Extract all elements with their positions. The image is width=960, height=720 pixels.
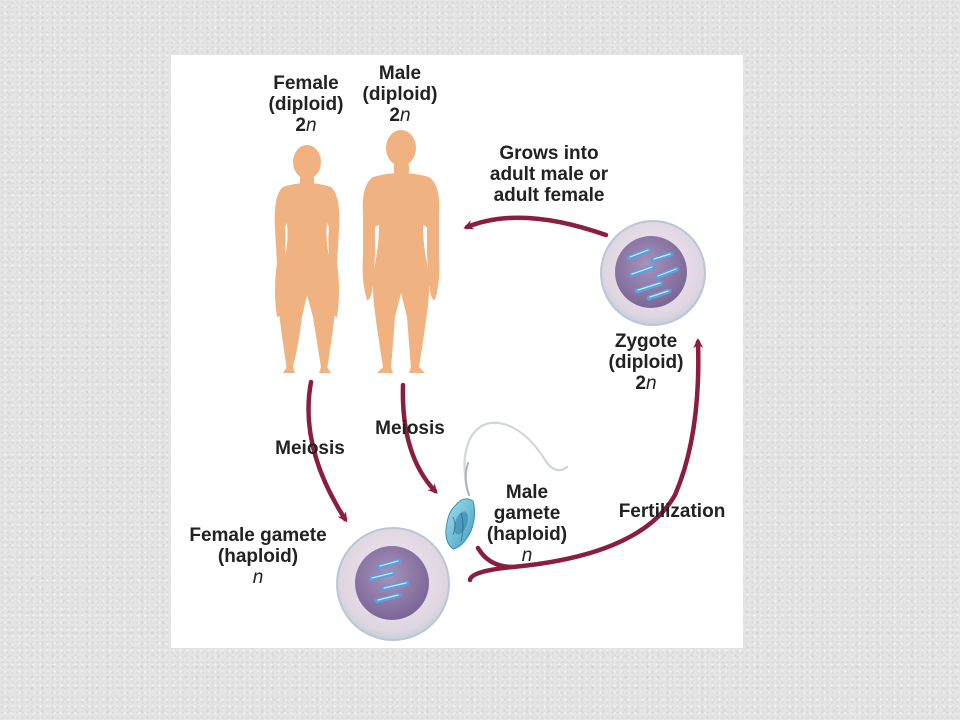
zygote-ploidy: (diploid)	[608, 352, 684, 373]
male-adult-label: Male (diploid) 2n	[345, 63, 455, 126]
female-gamete-label: Female gamete (haploid) n	[189, 525, 327, 588]
sperm-to-fertilization-connector	[475, 545, 516, 570]
zygote-title: Zygote	[614, 331, 678, 352]
egg-cell-icon	[336, 527, 450, 641]
male-gamete-label: Male gamete (haploid) n	[486, 482, 568, 566]
female-ploidy: (diploid)	[268, 94, 344, 115]
diagram-panel: Female (diploid) 2n Male (diploid) 2n Gr…	[171, 55, 743, 648]
male-chromosome-count: 2n	[389, 105, 411, 126]
fertilization-label: Fertilization	[618, 501, 726, 522]
male-title: Male	[378, 63, 422, 84]
sperm-cell-icon	[445, 421, 569, 550]
meiosis-arrow-right	[400, 382, 438, 494]
meiosis-left-label: Meiosis	[275, 438, 345, 459]
meiosis-arrow-left	[306, 379, 348, 523]
fertilization-arrow	[467, 338, 704, 583]
zygote-chromosome-count: 2n	[635, 373, 657, 394]
male-ploidy: (diploid)	[362, 84, 438, 105]
female-adult-label: Female (diploid) 2n	[251, 73, 361, 136]
female-title: Female	[273, 73, 339, 94]
zygote-cell-icon	[600, 220, 706, 326]
meiosis-right-label: Meiosis	[375, 418, 445, 439]
female-chromosome-count: 2n	[295, 115, 317, 136]
female-figure-icon	[274, 145, 340, 373]
grows-into-label: Grows into adult male or adult female	[489, 143, 609, 206]
life-cycle-diagram	[274, 130, 706, 641]
male-figure-icon	[362, 130, 440, 373]
zygote-label: Zygote (diploid) 2n	[591, 331, 701, 394]
grows-into-arrow	[463, 215, 609, 238]
